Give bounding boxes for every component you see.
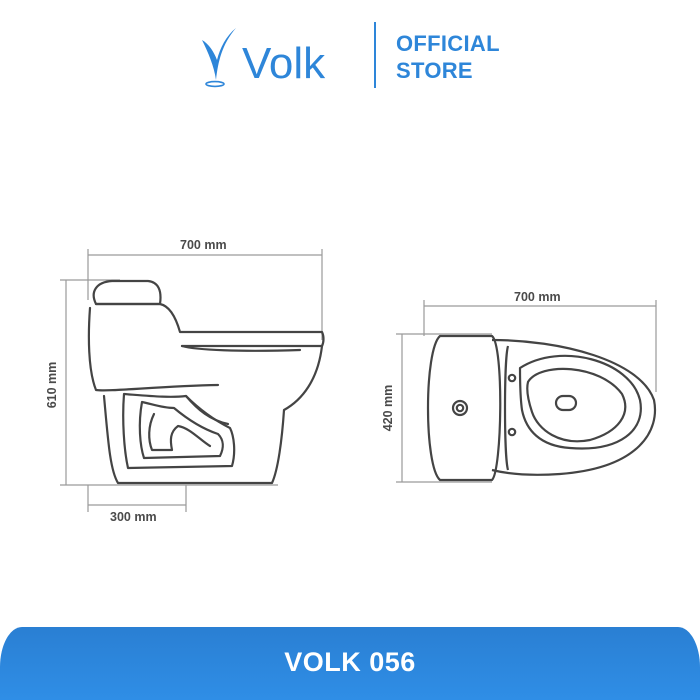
side-height-label: 610 mm bbox=[45, 362, 59, 409]
top-width-label: 700 mm bbox=[514, 290, 561, 304]
official-store-label: OFFICIAL STORE bbox=[396, 30, 500, 84]
side-dimension-lines bbox=[60, 249, 323, 512]
side-view: 700 mm 610 mm 300 mm bbox=[45, 238, 325, 524]
top-dimension-lines bbox=[396, 300, 657, 483]
rough-in-label: 300 mm bbox=[110, 510, 157, 524]
top-depth-label: 420 mm bbox=[381, 385, 395, 432]
brand-logo: Volk bbox=[202, 28, 326, 88]
store-line-2: STORE bbox=[396, 58, 473, 83]
side-width-label: 700 mm bbox=[180, 238, 227, 252]
toilet-top-outline bbox=[426, 334, 657, 482]
brand-divider bbox=[374, 22, 376, 88]
top-view: 700 mm 420 mm bbox=[381, 290, 657, 483]
toilet-side-outline bbox=[87, 279, 325, 485]
water-drop-icon bbox=[202, 28, 236, 88]
footer-banner: VOLK 056 bbox=[0, 627, 700, 700]
model-title: VOLK 056 bbox=[284, 647, 416, 677]
store-line-1: OFFICIAL bbox=[396, 31, 500, 56]
header: Volk OFFICIAL STORE bbox=[0, 0, 700, 110]
brand-name: Volk bbox=[242, 39, 326, 88]
